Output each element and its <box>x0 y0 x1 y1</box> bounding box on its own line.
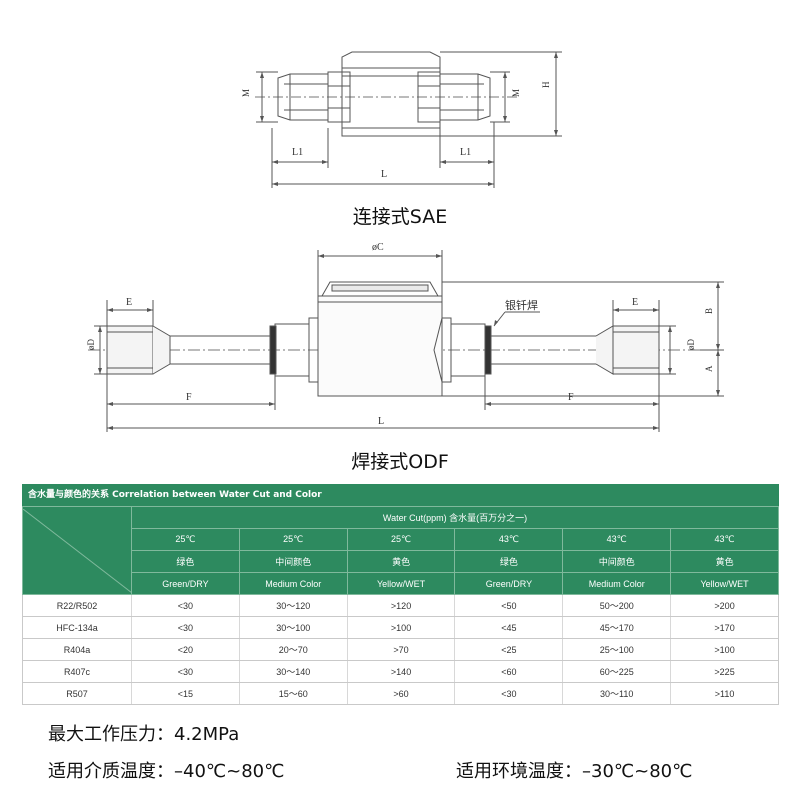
value-cell: 30～100 <box>238 616 348 639</box>
sae-l-label: L <box>381 169 387 180</box>
value-cell: <30 <box>131 594 240 617</box>
temp-cell: 25℃ <box>131 528 240 551</box>
color-cn-cell: 中间颜色 <box>562 550 672 573</box>
odf-caption: 焊接式ODF <box>351 451 449 473</box>
value-cell: <30 <box>454 682 563 705</box>
sae-l1-left-label: L1 <box>292 147 303 158</box>
value-cell: <45 <box>454 616 563 639</box>
table-row: R407c <30 30～140 >140 <60 60～225 >225 <box>22 660 779 683</box>
odf-f-left-label: F <box>186 392 192 403</box>
value-cell: >100 <box>670 638 779 661</box>
odf-c-label: øC <box>372 242 384 253</box>
color-cn-cell: 黄色 <box>346 550 456 573</box>
refrigerant-cell: R507 <box>22 682 132 705</box>
value-cell: 20～70 <box>238 638 348 661</box>
temp-cell: 43℃ <box>670 528 779 551</box>
refrigerant-cell: HFC-134a <box>22 616 132 639</box>
color-cn-cell: 绿色 <box>454 550 564 573</box>
odf-connection-drawing: øC E E øD øD 银钎焊 B A F F L <box>86 242 724 432</box>
odf-d-left-label: øD <box>86 339 96 351</box>
color-cn-cell: 中间颜色 <box>238 550 348 573</box>
value-cell: >225 <box>670 660 779 683</box>
value-cell: >120 <box>346 594 455 617</box>
refrigerant-cell: R407c <box>22 660 132 683</box>
color-en-cell: Yellow/WET <box>670 572 779 595</box>
odf-l-label: L <box>378 416 384 427</box>
header-row-temp: 25℃ 25℃ 25℃ 43℃ 43℃ 43℃ <box>23 528 779 551</box>
value-cell: 50～200 <box>562 594 671 617</box>
temp-cell: 43℃ <box>454 528 564 551</box>
table-row: R22/R502 <30 30～120 >120 <50 50～200 >200 <box>22 594 779 617</box>
odf-f-right-label: F <box>568 392 574 403</box>
refrigerant-cell: R22/R502 <box>22 594 132 617</box>
sae-l1-right-label: L1 <box>460 147 471 158</box>
max-pressure-spec: 最大工作压力：4.2MPa <box>48 724 240 745</box>
odf-b-label: B <box>704 308 714 314</box>
water-cut-grid: Water Cut(ppm) 含水量(百万分之一) 25℃ 25℃ 25℃ 43… <box>22 506 779 705</box>
odf-d-right-label: øD <box>686 339 696 351</box>
color-en-cell: Medium Color <box>562 572 672 595</box>
header-corner <box>22 506 132 595</box>
value-cell: <30 <box>131 660 240 683</box>
water-cut-header: Water Cut(ppm) 含水量(百万分之一) <box>131 506 779 529</box>
value-cell: 30～110 <box>562 682 671 705</box>
refrigerant-cell: R404a <box>22 638 132 661</box>
table-row: HFC-134a <30 30～100 >100 <45 45～170 >170 <box>22 616 779 639</box>
value-cell: <30 <box>131 616 240 639</box>
color-en-cell: Green/DRY <box>131 572 240 595</box>
temp-cell: 25℃ <box>346 528 456 551</box>
sae-connection-drawing: M M H L1 L1 L <box>241 51 562 188</box>
odf-e-left-label: E <box>126 297 132 308</box>
odf-e-right-label: E <box>632 297 638 308</box>
value-cell: >110 <box>670 682 779 705</box>
value-cell: <15 <box>131 682 240 705</box>
value-cell: >100 <box>346 616 455 639</box>
water-cut-table: 含水量与颜色的关系 Correlation between Water Cut … <box>22 484 779 705</box>
medium-temp-spec: 适用介质温度：–40℃~80℃ <box>48 761 285 782</box>
color-cn-cell: 绿色 <box>131 550 240 573</box>
color-cn-cell: 黄色 <box>670 550 779 573</box>
sae-m-right-label: M <box>511 89 521 97</box>
header-row-water-cut: Water Cut(ppm) 含水量(百万分之一) <box>22 506 779 595</box>
ambient-temp-spec: 适用环境温度：–30℃~80℃ <box>456 761 693 782</box>
corner-diagonal <box>23 508 132 593</box>
value-cell: >200 <box>670 594 779 617</box>
sae-caption: 连接式SAE <box>352 206 448 228</box>
value-cell: 15～60 <box>238 682 348 705</box>
value-cell: 45～170 <box>562 616 671 639</box>
odf-a-label: A <box>704 365 714 372</box>
value-cell: 60～225 <box>562 660 671 683</box>
color-en-cell: Green/DRY <box>454 572 564 595</box>
temp-cell: 43℃ <box>562 528 672 551</box>
table-body: R22/R502 <30 30～120 >120 <50 50～200 >200… <box>22 594 779 705</box>
value-cell: 25～100 <box>562 638 671 661</box>
temp-cell: 25℃ <box>238 528 348 551</box>
odf-solder-label: 银钎焊 <box>505 298 538 312</box>
value-cell: 30～140 <box>238 660 348 683</box>
value-cell: 30～120 <box>238 594 348 617</box>
sae-h-label: H <box>541 81 551 88</box>
value-cell: <50 <box>454 594 563 617</box>
table-title: 含水量与颜色的关系 Correlation between Water Cut … <box>22 484 779 506</box>
value-cell: <60 <box>454 660 563 683</box>
table-row: R507 <15 15～60 >60 <30 30～110 >110 <box>22 682 779 705</box>
header-row-color-cn: 绿色 中间颜色 黄色 绿色 中间颜色 黄色 <box>23 550 779 573</box>
value-cell: <25 <box>454 638 563 661</box>
header-row-color-en: Green/DRY Medium Color Yellow/WET Green/… <box>23 572 779 595</box>
value-cell: >170 <box>670 616 779 639</box>
value-cell: >70 <box>346 638 455 661</box>
color-en-cell: Yellow/WET <box>346 572 456 595</box>
value-cell: >60 <box>346 682 455 705</box>
sae-m-left-label: M <box>241 89 251 97</box>
table-row: R404a <20 20～70 >70 <25 25～100 >100 <box>22 638 779 661</box>
table-header: Water Cut(ppm) 含水量(百万分之一) 25℃ 25℃ 25℃ 43… <box>22 506 779 595</box>
value-cell: <20 <box>131 638 240 661</box>
value-cell: >140 <box>346 660 455 683</box>
color-en-cell: Medium Color <box>238 572 348 595</box>
